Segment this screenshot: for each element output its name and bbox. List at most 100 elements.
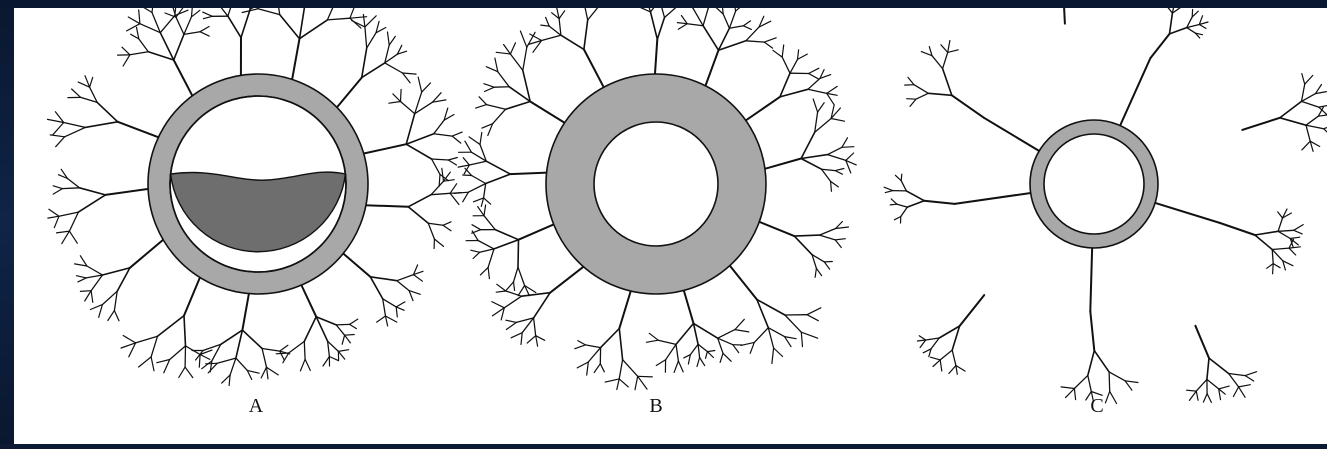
- branch-segment: [300, 282, 317, 317]
- branch-segment: [345, 335, 355, 336]
- branch-segment: [397, 275, 414, 281]
- branch-segment: [1061, 387, 1074, 389]
- branch-segment: [901, 207, 908, 216]
- branch-segment: [362, 63, 385, 78]
- branch-segment: [707, 352, 713, 358]
- branch-segment: [127, 24, 140, 31]
- branch-segment: [123, 55, 130, 66]
- branch-segment: [780, 89, 808, 97]
- branch-segment: [536, 336, 538, 347]
- branch-segment: [676, 323, 694, 344]
- branch-segment: [1189, 391, 1196, 400]
- branch-segment: [493, 109, 506, 123]
- branch-segment: [678, 361, 683, 372]
- branch-segment: [815, 112, 818, 132]
- branch-segment: [136, 336, 158, 343]
- branch-segment: [97, 102, 118, 121]
- branch-segment: [1302, 74, 1305, 85]
- branch-segment: [442, 168, 444, 181]
- branch-segment: [1094, 351, 1109, 372]
- branch-segment: [492, 302, 505, 308]
- branch-segment: [130, 237, 166, 268]
- branch-segment: [687, 24, 703, 26]
- branch-segment: [350, 8, 355, 18]
- diagram-a: A: [48, 8, 463, 417]
- branch-segment: [53, 186, 62, 189]
- branch-segment: [984, 118, 1041, 152]
- branch-segment: [367, 33, 376, 48]
- branch-segment: [428, 223, 443, 225]
- branch-segment: [638, 376, 653, 377]
- branch-segment: [1109, 372, 1110, 392]
- branch-segment: [494, 87, 509, 88]
- branch-segment: [69, 212, 78, 231]
- branch-segment: [822, 169, 831, 181]
- branch-segment: [577, 362, 588, 368]
- branch-segment: [406, 114, 415, 145]
- branch-segment: [1125, 381, 1138, 383]
- branch-segment: [782, 45, 784, 57]
- branch-segment: [184, 17, 192, 35]
- branch-segment: [677, 23, 687, 24]
- branch-segment: [514, 267, 519, 282]
- branch-segment: [389, 102, 401, 104]
- branch-segment: [698, 344, 700, 357]
- branch-segment: [676, 344, 678, 361]
- branch-segment: [385, 63, 403, 73]
- branch-segment: [835, 240, 841, 248]
- branch-segment: [813, 99, 817, 112]
- branch-segment: [617, 379, 619, 390]
- branch-segment: [463, 158, 469, 165]
- branch-segment: [184, 316, 186, 346]
- branch-segment: [949, 366, 956, 374]
- branch-segment: [217, 358, 236, 363]
- branch-segment: [393, 94, 401, 102]
- branch-segment: [1074, 389, 1075, 400]
- branch-segment: [729, 11, 735, 28]
- branch-segment: [809, 74, 819, 79]
- branch-segment: [1163, 8, 1172, 13]
- branch-segment: [397, 281, 409, 291]
- branch-segment: [1110, 391, 1117, 403]
- branch-segment: [1294, 230, 1303, 234]
- branch-segment: [383, 299, 386, 316]
- branch-segment: [1278, 231, 1290, 238]
- branch-segment: [396, 307, 404, 310]
- branch-segment: [956, 366, 965, 372]
- branch-segment: [657, 18, 664, 40]
- branch-segment: [236, 358, 247, 370]
- branch-segment: [334, 78, 361, 111]
- branch-segment: [496, 291, 506, 292]
- branch-segment: [480, 249, 494, 252]
- branch-segment: [585, 345, 600, 348]
- branch-segment: [801, 132, 815, 158]
- branch-segment: [389, 36, 395, 45]
- branch-segment: [723, 353, 731, 361]
- branch-segment: [910, 99, 916, 106]
- branch-segment: [1209, 358, 1229, 373]
- branch-segment: [476, 105, 487, 109]
- diagram-b: B: [454, 8, 856, 417]
- branch-segment: [703, 26, 718, 51]
- branch-segment: [62, 188, 79, 189]
- branch-segment: [1302, 84, 1305, 101]
- branch-segment: [258, 9, 280, 15]
- branch-segment: [798, 54, 808, 59]
- branch-segment: [1063, 8, 1065, 24]
- branch-segment: [785, 315, 801, 332]
- branch-segment: [336, 325, 344, 335]
- branch-segment: [651, 8, 663, 12]
- branch-segment: [450, 193, 459, 204]
- branch-segment: [1302, 94, 1316, 102]
- branch-segment: [559, 11, 565, 19]
- branch-segment: [327, 8, 335, 20]
- branch-segment: [655, 39, 658, 78]
- branch-segment: [139, 8, 152, 13]
- branch-segment: [706, 352, 708, 359]
- branch-segment: [383, 299, 397, 307]
- branch-segment: [422, 83, 431, 92]
- branch-segment: [203, 16, 212, 18]
- branch-segment: [396, 302, 405, 307]
- branch-segment: [1267, 264, 1274, 269]
- branch-segment: [736, 8, 746, 11]
